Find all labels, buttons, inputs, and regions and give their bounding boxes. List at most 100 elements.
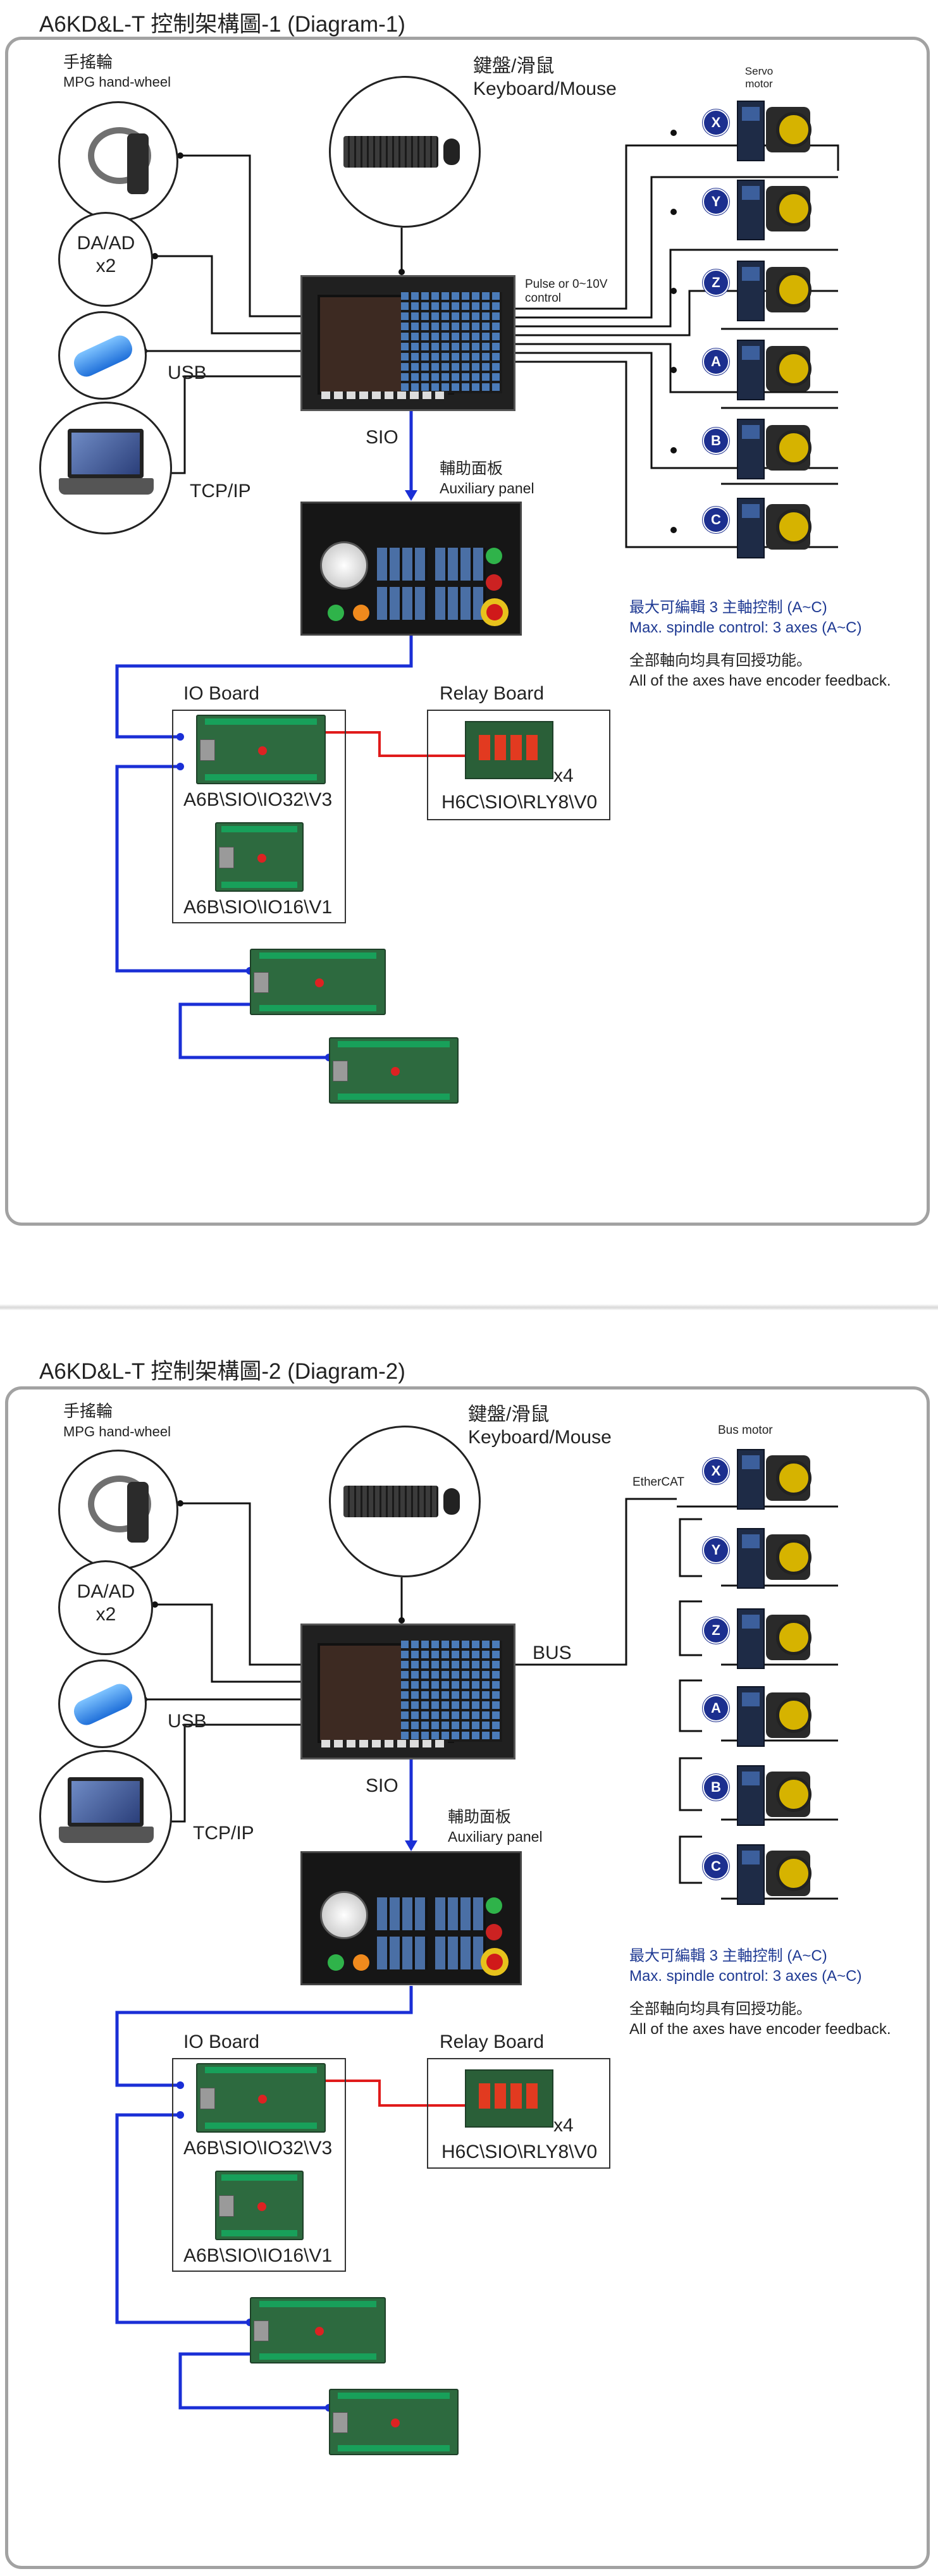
io32-model: A6B\SIO\IO32\V3	[183, 789, 333, 810]
section-separator	[0, 1304, 938, 1310]
auxiliary-panel-2	[300, 1851, 522, 1985]
daad-count: x2	[96, 256, 116, 276]
usb-stick-icon	[70, 331, 136, 381]
mpg-label-en: MPG hand-wheel	[63, 74, 171, 90]
axis-c-badge-2: C	[704, 1854, 728, 1878]
daad-label-2: DA/AD	[77, 1581, 135, 1602]
spindle-note-en: Max. spindle control: 3 axes (A~C)	[629, 619, 862, 636]
tcpip-label-2: TCP/IP	[193, 1823, 254, 1844]
mpg-label-zh-2: 手搖輪	[63, 1402, 113, 1420]
controller-keypad	[401, 292, 502, 393]
axis-z-badge-2: Z	[704, 1618, 728, 1642]
laptop-icon	[68, 429, 144, 478]
keyboard-label-zh-2: 鍵盤/滑鼠	[468, 1404, 550, 1425]
feedback-note-zh-2: 全部軸向均具有回授功能。	[629, 2000, 811, 2018]
usb-circle-2	[58, 1660, 147, 1748]
diagram-2: A6KD&L-T 控制架構圖-2 (Diagram-2)	[0, 1310, 938, 2576]
relay-board-title: Relay Board	[440, 683, 545, 704]
io16-model-2: A6B\SIO\IO16\V1	[183, 2245, 333, 2266]
keyboard-label-zh: 鍵盤/滑鼠	[473, 56, 555, 77]
bus-motor-z-icon	[737, 1606, 813, 1669]
cnc-controller-2	[300, 1624, 515, 1759]
io32-board-icon	[196, 715, 326, 784]
keyboard-icon-2	[343, 1486, 438, 1517]
io-board-box	[172, 710, 346, 923]
extra-io-board-1-icon-2	[250, 2297, 386, 2363]
axis-y-badge-2: Y	[704, 1538, 728, 1562]
usb-stick-icon-2	[70, 1680, 136, 1729]
mouse-icon-2	[443, 1488, 460, 1515]
mpg-handwheel-icon-2	[88, 1476, 151, 1545]
tcpip-circle	[39, 402, 172, 534]
axis-a-badge-2: A	[704, 1696, 728, 1720]
aux-label-zh: 輔助面板	[440, 460, 503, 478]
tcpip-circle-2	[39, 1750, 172, 1883]
extra-io-board-1-icon	[250, 949, 386, 1015]
pulse-label-2: control	[525, 292, 562, 305]
feedback-note-en: All of the axes have encoder feedback.	[629, 672, 891, 689]
relay-board-box-2	[427, 2058, 610, 2169]
daad-label: DA/AD	[77, 233, 135, 254]
relay-count-2: x4	[553, 2115, 574, 2136]
aux-label-en: Auxiliary panel	[440, 480, 534, 496]
axis-z-badge: Z	[704, 271, 728, 295]
servo-motor-y-icon	[737, 177, 813, 240]
sio-label: SIO	[366, 427, 398, 448]
motor-label-2: motor	[745, 78, 773, 90]
servo-motor-z-icon	[737, 258, 813, 321]
axis-b-badge-2: B	[704, 1775, 728, 1799]
relay-board-icon	[465, 721, 553, 779]
io16-board-icon	[215, 822, 304, 892]
relay-board-icon-2	[465, 2069, 553, 2128]
servo-motor-c-icon	[737, 495, 813, 558]
servo-motor-b-icon	[737, 416, 813, 479]
daad-circle-2	[58, 1560, 153, 1655]
spindle-note-zh-2: 最大可編輯 3 主軸控制 (A~C)	[629, 1947, 827, 1964]
bus-motor-a-icon	[737, 1684, 813, 1747]
mpg-handwheel-icon	[88, 127, 151, 197]
daad-circle	[58, 212, 153, 307]
sio-label-2: SIO	[366, 1775, 398, 1796]
keyboard-label-en-2: Keyboard/Mouse	[468, 1427, 612, 1448]
axis-c-badge: C	[704, 508, 728, 532]
spindle-note-zh: 最大可編輯 3 主軸控制 (A~C)	[629, 599, 827, 616]
axis-x-badge: X	[704, 111, 728, 135]
keyboard-circle-2	[329, 1426, 481, 1577]
controller-keypad-2	[401, 1641, 502, 1742]
feedback-note-en-2: All of the axes have encoder feedback.	[629, 2021, 891, 2038]
pulse-label-1: Pulse or 0~10V	[525, 278, 608, 291]
relay-model-2: H6C\SIO\RLY8\V0	[441, 2142, 598, 2162]
relay-board-box	[427, 710, 610, 820]
io-board-box-2	[172, 2058, 346, 2272]
daad-count-2: x2	[96, 1604, 116, 1625]
bus-motor-x-icon	[737, 1446, 813, 1510]
diagram-1-title: A6KD&L-T 控制架構圖-1 (Diagram-1)	[39, 12, 405, 37]
cnc-controller	[300, 275, 515, 411]
keyboard-icon	[343, 136, 438, 168]
io16-board-icon-2	[215, 2171, 304, 2240]
keyboard-circle	[329, 76, 481, 228]
io32-model-2: A6B\SIO\IO32\V3	[183, 2138, 333, 2159]
keyboard-label-en: Keyboard/Mouse	[473, 78, 617, 99]
extra-io-board-2-icon-2	[329, 2389, 459, 2455]
io-board-title-2: IO Board	[183, 2031, 260, 2052]
axis-a-badge: A	[704, 350, 728, 374]
feedback-note-zh: 全部軸向均具有回授功能。	[629, 652, 811, 669]
io-board-title: IO Board	[183, 683, 260, 704]
auxiliary-panel	[300, 502, 522, 636]
aux-handwheel-knob-2	[320, 1891, 368, 1939]
emergency-stop-icon-2	[481, 1948, 509, 1976]
mpg-circle-2	[58, 1450, 178, 1570]
extra-io-board-2-icon	[329, 1037, 459, 1104]
io32-board-icon-2	[196, 2063, 326, 2133]
io16-model: A6B\SIO\IO16\V1	[183, 897, 333, 918]
motor-label-1: Servo	[744, 65, 774, 77]
diagram-1-wires	[115, 125, 839, 1061]
mpg-label-zh: 手搖輪	[63, 52, 113, 71]
bus-motor-b-icon	[737, 1763, 813, 1826]
usb-label-2: USB	[168, 1711, 207, 1732]
mouse-icon	[443, 139, 460, 165]
mpg-label-en-2: MPG hand-wheel	[63, 1424, 171, 1439]
bus-label: BUS	[533, 1642, 572, 1663]
aux-label-zh-2: 輔助面板	[448, 1808, 512, 1826]
